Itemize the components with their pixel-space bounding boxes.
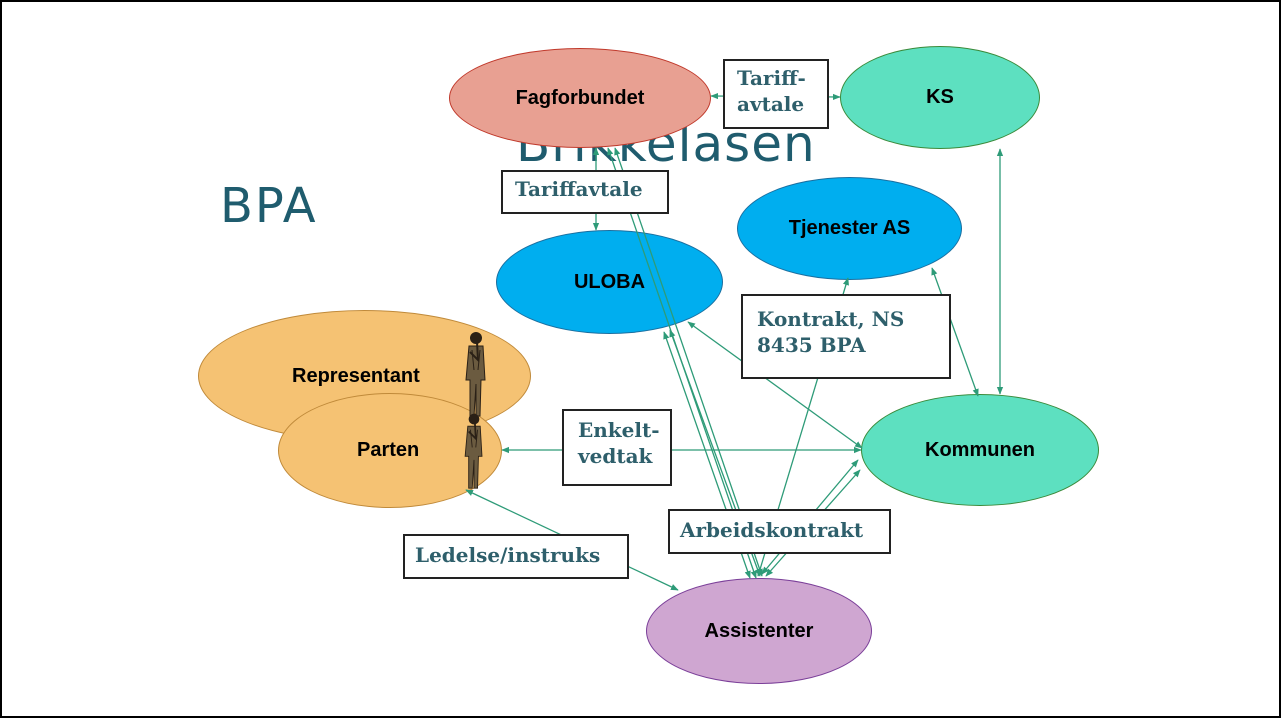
node-representant-label: Representant bbox=[292, 364, 420, 387]
edge-tjenester-kommunen bbox=[931, 267, 979, 397]
node-assistenter[interactable]: Assistenter bbox=[646, 578, 872, 684]
label-tariffavtale-text: Tariffavtale bbox=[515, 177, 643, 201]
node-ks-label: KS bbox=[926, 86, 954, 108]
label-ledelse-instruks: Ledelse/instruks bbox=[403, 534, 629, 579]
node-tjenester-as-label: Tjenester AS bbox=[788, 217, 911, 239]
node-parten-label: Parten bbox=[357, 439, 420, 461]
label-tariff-line2: avtale bbox=[737, 92, 805, 116]
node-kommunen-label: Kommunen bbox=[925, 438, 1035, 461]
person-icon bbox=[464, 413, 483, 489]
label-kontrakt-line1: Kontrakt, NS bbox=[757, 307, 905, 331]
node-fagforbundet-label: Fagforbundet bbox=[515, 86, 645, 109]
label-ledelse-text: Ledelse/instruks bbox=[415, 543, 601, 567]
label-enkelt-line1: Enkelt- bbox=[578, 418, 660, 442]
node-parten[interactable]: Parten bbox=[278, 393, 502, 508]
label-kontrakt-line2: 8435 BPA bbox=[757, 333, 866, 357]
person-icon bbox=[465, 332, 486, 417]
label-arbeidskontrakt-text: Arbeidskontrakt bbox=[680, 518, 864, 542]
label-tariffavtale-uloba: Tariffavtale bbox=[501, 170, 669, 214]
label-enkeltvedtak: Enkelt- vedtak bbox=[562, 409, 672, 486]
bpa-heading: BPA bbox=[220, 178, 318, 234]
label-enkelt-line2: vedtak bbox=[578, 444, 653, 468]
node-tjenester-as[interactable]: Tjenester AS bbox=[737, 177, 962, 280]
label-arbeidskontrakt: Arbeidskontrakt bbox=[668, 509, 891, 554]
node-uloba-label: ULOBA bbox=[573, 270, 646, 293]
node-ks[interactable]: KS bbox=[840, 46, 1040, 149]
label-tariffavtale-ks: Tariff- avtale bbox=[723, 59, 829, 129]
label-tariff-line1: Tariff- bbox=[737, 66, 806, 90]
node-assistenter-label: Assistenter bbox=[704, 619, 814, 642]
label-kontrakt: Kontrakt, NS 8435 BPA bbox=[741, 294, 951, 379]
